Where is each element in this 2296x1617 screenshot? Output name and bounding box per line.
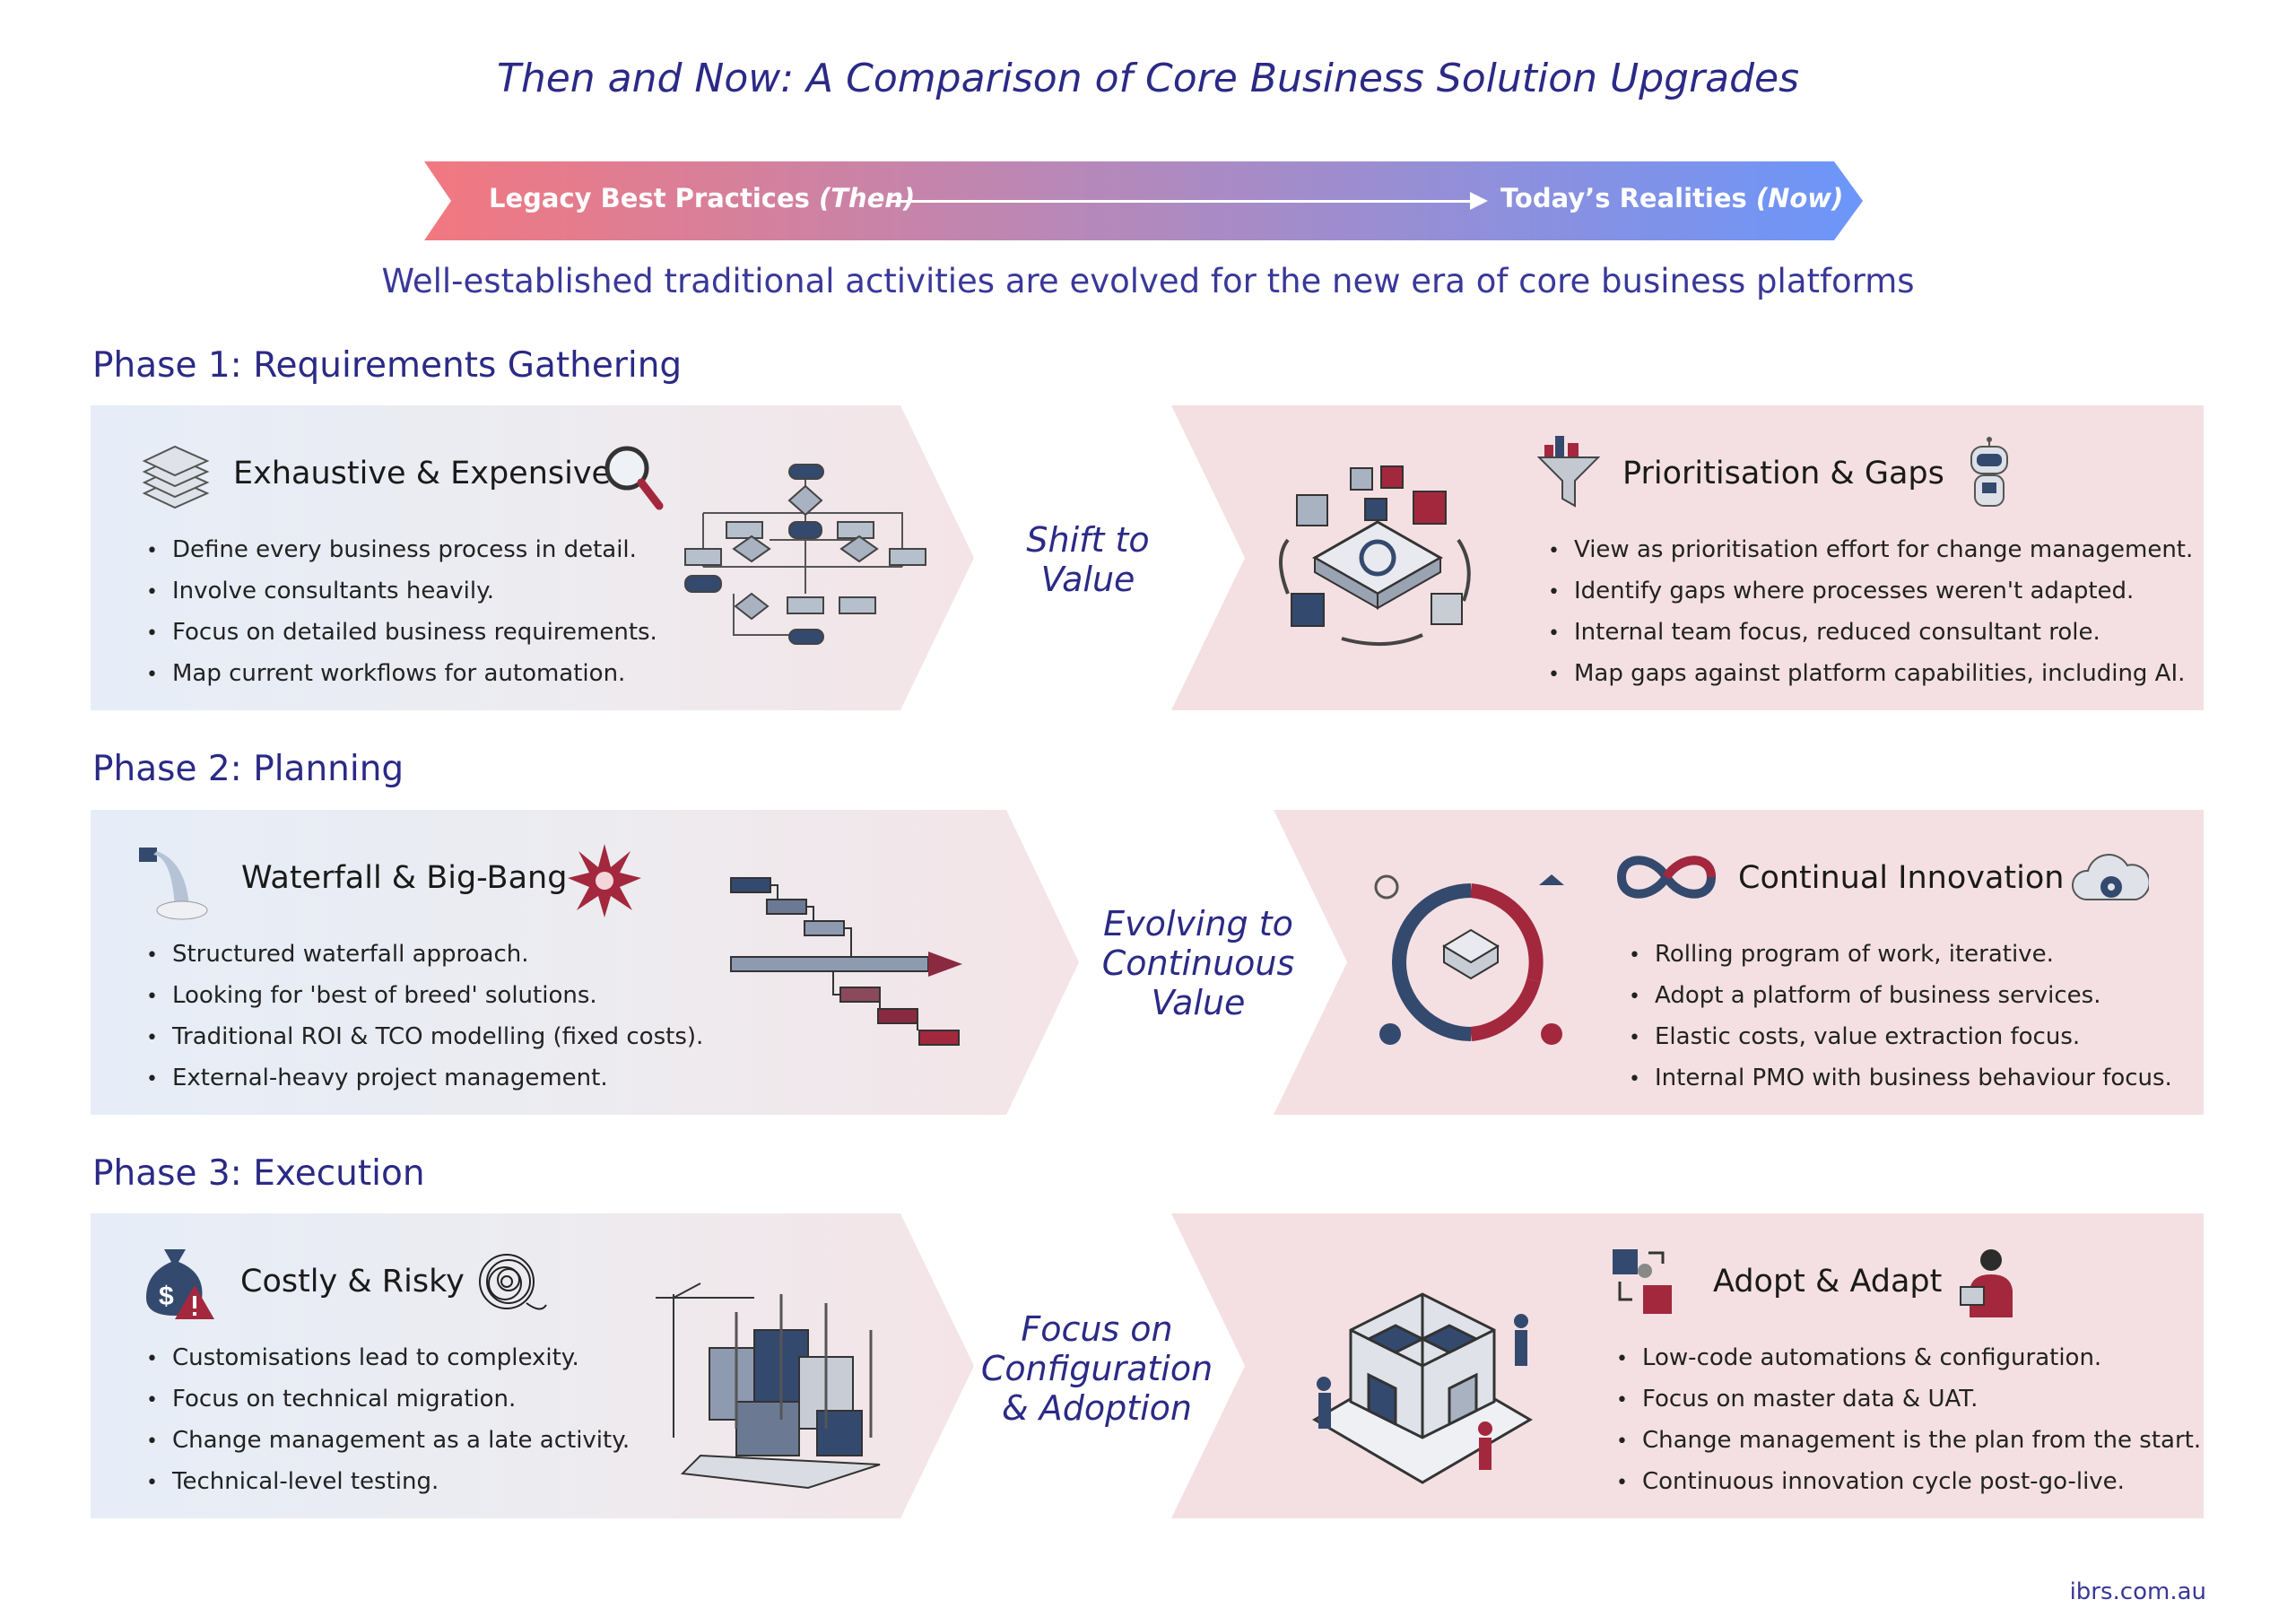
bullet: Change management as a late activity. — [146, 1421, 630, 1462]
bullet-list: Rolling program of work, iterative. Adop… — [1629, 935, 2172, 1100]
transition-line: Focus on — [1021, 1309, 1173, 1349]
bullet-list: Structured waterfall approach. Looking f… — [146, 935, 703, 1100]
bullet: Map current workflows for automation. — [146, 654, 657, 695]
transition-line: Shift to — [1026, 520, 1150, 560]
banner-now-text: Today’s Realities — [1500, 183, 1747, 213]
phase-1-then-card: Exhaustive & Expensive Define every busi… — [91, 405, 974, 710]
person-tablet-icon — [1960, 1249, 2013, 1317]
phase-3-now-card: Adopt & Adapt Low-code automations & con… — [1171, 1213, 2204, 1518]
svg-text:$: $ — [159, 1282, 174, 1311]
bullet: Low-code automations & configuration. — [1616, 1338, 2201, 1379]
phase-2-heading: Phase 2: Planning — [92, 749, 404, 789]
transition-line: & Adoption — [1002, 1388, 1192, 1428]
bullet-list: View as prioritisation effort for change… — [1548, 530, 2193, 695]
flowchart-illustration — [684, 464, 926, 645]
modular-building-illustration — [1312, 1292, 1533, 1484]
document-stack-icon — [142, 445, 210, 509]
bullet: Focus on master data & UAT. — [1616, 1379, 2201, 1421]
banner-now-em: (Now) — [1755, 183, 1844, 213]
banner-then-text: Legacy Best Practices — [489, 183, 810, 213]
subtitle: Well-established traditional activities … — [381, 262, 1915, 300]
bullet: Looking for 'best of breed' solutions. — [146, 976, 703, 1017]
bullet-list: Low-code automations & configuration. Fo… — [1616, 1338, 2201, 1503]
transition-line: Configuration — [980, 1349, 1213, 1388]
bullet: Involve consultants heavily. — [146, 571, 657, 613]
bullet: Focus on detailed business requirements. — [146, 613, 657, 654]
card-title: Waterfall & Big-Bang — [241, 860, 568, 896]
card-title: Continual Innovation — [1738, 860, 2065, 896]
banner-now-label: Today’s Realities (Now) — [1500, 183, 1843, 213]
phase-2-then-card: Waterfall & Big-Bang Structured waterfal… — [91, 810, 1079, 1115]
bullet: Elastic costs, value extraction focus. — [1629, 1017, 2172, 1058]
phase-3-transition: Focus on Configuration & Adoption — [962, 1309, 1231, 1428]
phase-2-now-card: Continual Innovation Rolling program of … — [1274, 810, 2204, 1115]
gantt-waterfall-illustration — [730, 877, 962, 1046]
page-title: Then and Now: A Comparison of Core Busin… — [496, 56, 1800, 101]
infinity-icon — [1616, 856, 1717, 899]
transition-line: Value — [1151, 983, 1246, 1022]
bullet: Define every business process in detail. — [146, 530, 657, 571]
platform-cubes-illustration — [1279, 465, 1471, 647]
banner-then-em: (Then) — [819, 183, 916, 213]
bullet: View as prioritisation effort for change… — [1548, 530, 2193, 571]
banner-then-label: Legacy Best Practices (Then) — [489, 183, 915, 213]
transition-line: Continuous — [1101, 943, 1295, 983]
robot-ai-icon — [1970, 437, 2008, 507]
bullet: Technical-level testing. — [146, 1462, 630, 1503]
footer-website-link[interactable]: ibrs.com.au — [2069, 1578, 2206, 1605]
bullet: Internal PMO with business behaviour foc… — [1629, 1058, 2172, 1100]
bullet: Continuous innovation cycle post-go-live… — [1616, 1462, 2201, 1503]
waterfall-icon — [139, 848, 208, 920]
bullet: Change management is the plan from the s… — [1616, 1421, 2201, 1462]
phase-1-now-card: Prioritisation & Gaps View as prioritisa… — [1171, 405, 2204, 710]
bullet: Adopt a platform of business services. — [1629, 976, 2172, 1017]
bullet: Map gaps against platform capabilities, … — [1548, 654, 2193, 695]
construction-site-illustration — [656, 1282, 881, 1490]
transition-line: Value — [1040, 560, 1135, 599]
bullet: Structured waterfall approach. — [146, 935, 703, 976]
bullet: Rolling program of work, iterative. — [1629, 935, 2172, 976]
cloud-gear-icon — [2072, 854, 2149, 900]
banner-arrow-line — [889, 200, 1481, 203]
transition-line: Evolving to — [1103, 904, 1293, 943]
bullet-list: Define every business process in detail.… — [146, 530, 657, 695]
bullet: Internal team focus, reduced consultant … — [1548, 613, 2193, 654]
phase-2-transition: Evolving to Continuous Value — [1064, 904, 1333, 1022]
card-title: Adopt & Adapt — [1713, 1264, 1943, 1300]
explosion-icon — [568, 844, 641, 917]
then-now-banner: Legacy Best Practices (Then) Today’s Rea… — [424, 161, 1863, 240]
tangled-scribble-icon — [479, 1254, 547, 1310]
phase-3-heading: Phase 3: Execution — [92, 1153, 425, 1194]
bullet: Identify gaps where processes weren't ad… — [1548, 571, 2193, 613]
card-title: Exhaustive & Expensive — [233, 456, 612, 491]
bullet: Customisations lead to complexity. — [146, 1338, 630, 1379]
phase-1-heading: Phase 1: Requirements Gathering — [92, 345, 683, 386]
bullet-list: Customisations lead to complexity. Focus… — [146, 1338, 630, 1503]
funnel-icon — [1537, 436, 1600, 508]
magnifier-icon — [604, 446, 664, 510]
cubes-swap-icon — [1613, 1249, 1672, 1314]
card-title: Prioritisation & Gaps — [1622, 456, 1944, 491]
phase-1-transition: Shift to Value — [998, 520, 1178, 599]
bullet: Traditional ROI & TCO modelling (fixed c… — [146, 1017, 703, 1058]
continuous-cycle-illustration — [1374, 874, 1564, 1045]
money-bag-risk-icon: $ — [146, 1249, 214, 1319]
card-title: Costly & Risky — [240, 1264, 465, 1300]
bullet: Focus on technical migration. — [146, 1379, 630, 1421]
phase-3-then-card: $ Costly & Risky Customisations lead to … — [91, 1213, 974, 1518]
bullet: External-heavy project management. — [146, 1058, 703, 1100]
banner-arrow-head-icon — [1470, 192, 1488, 210]
